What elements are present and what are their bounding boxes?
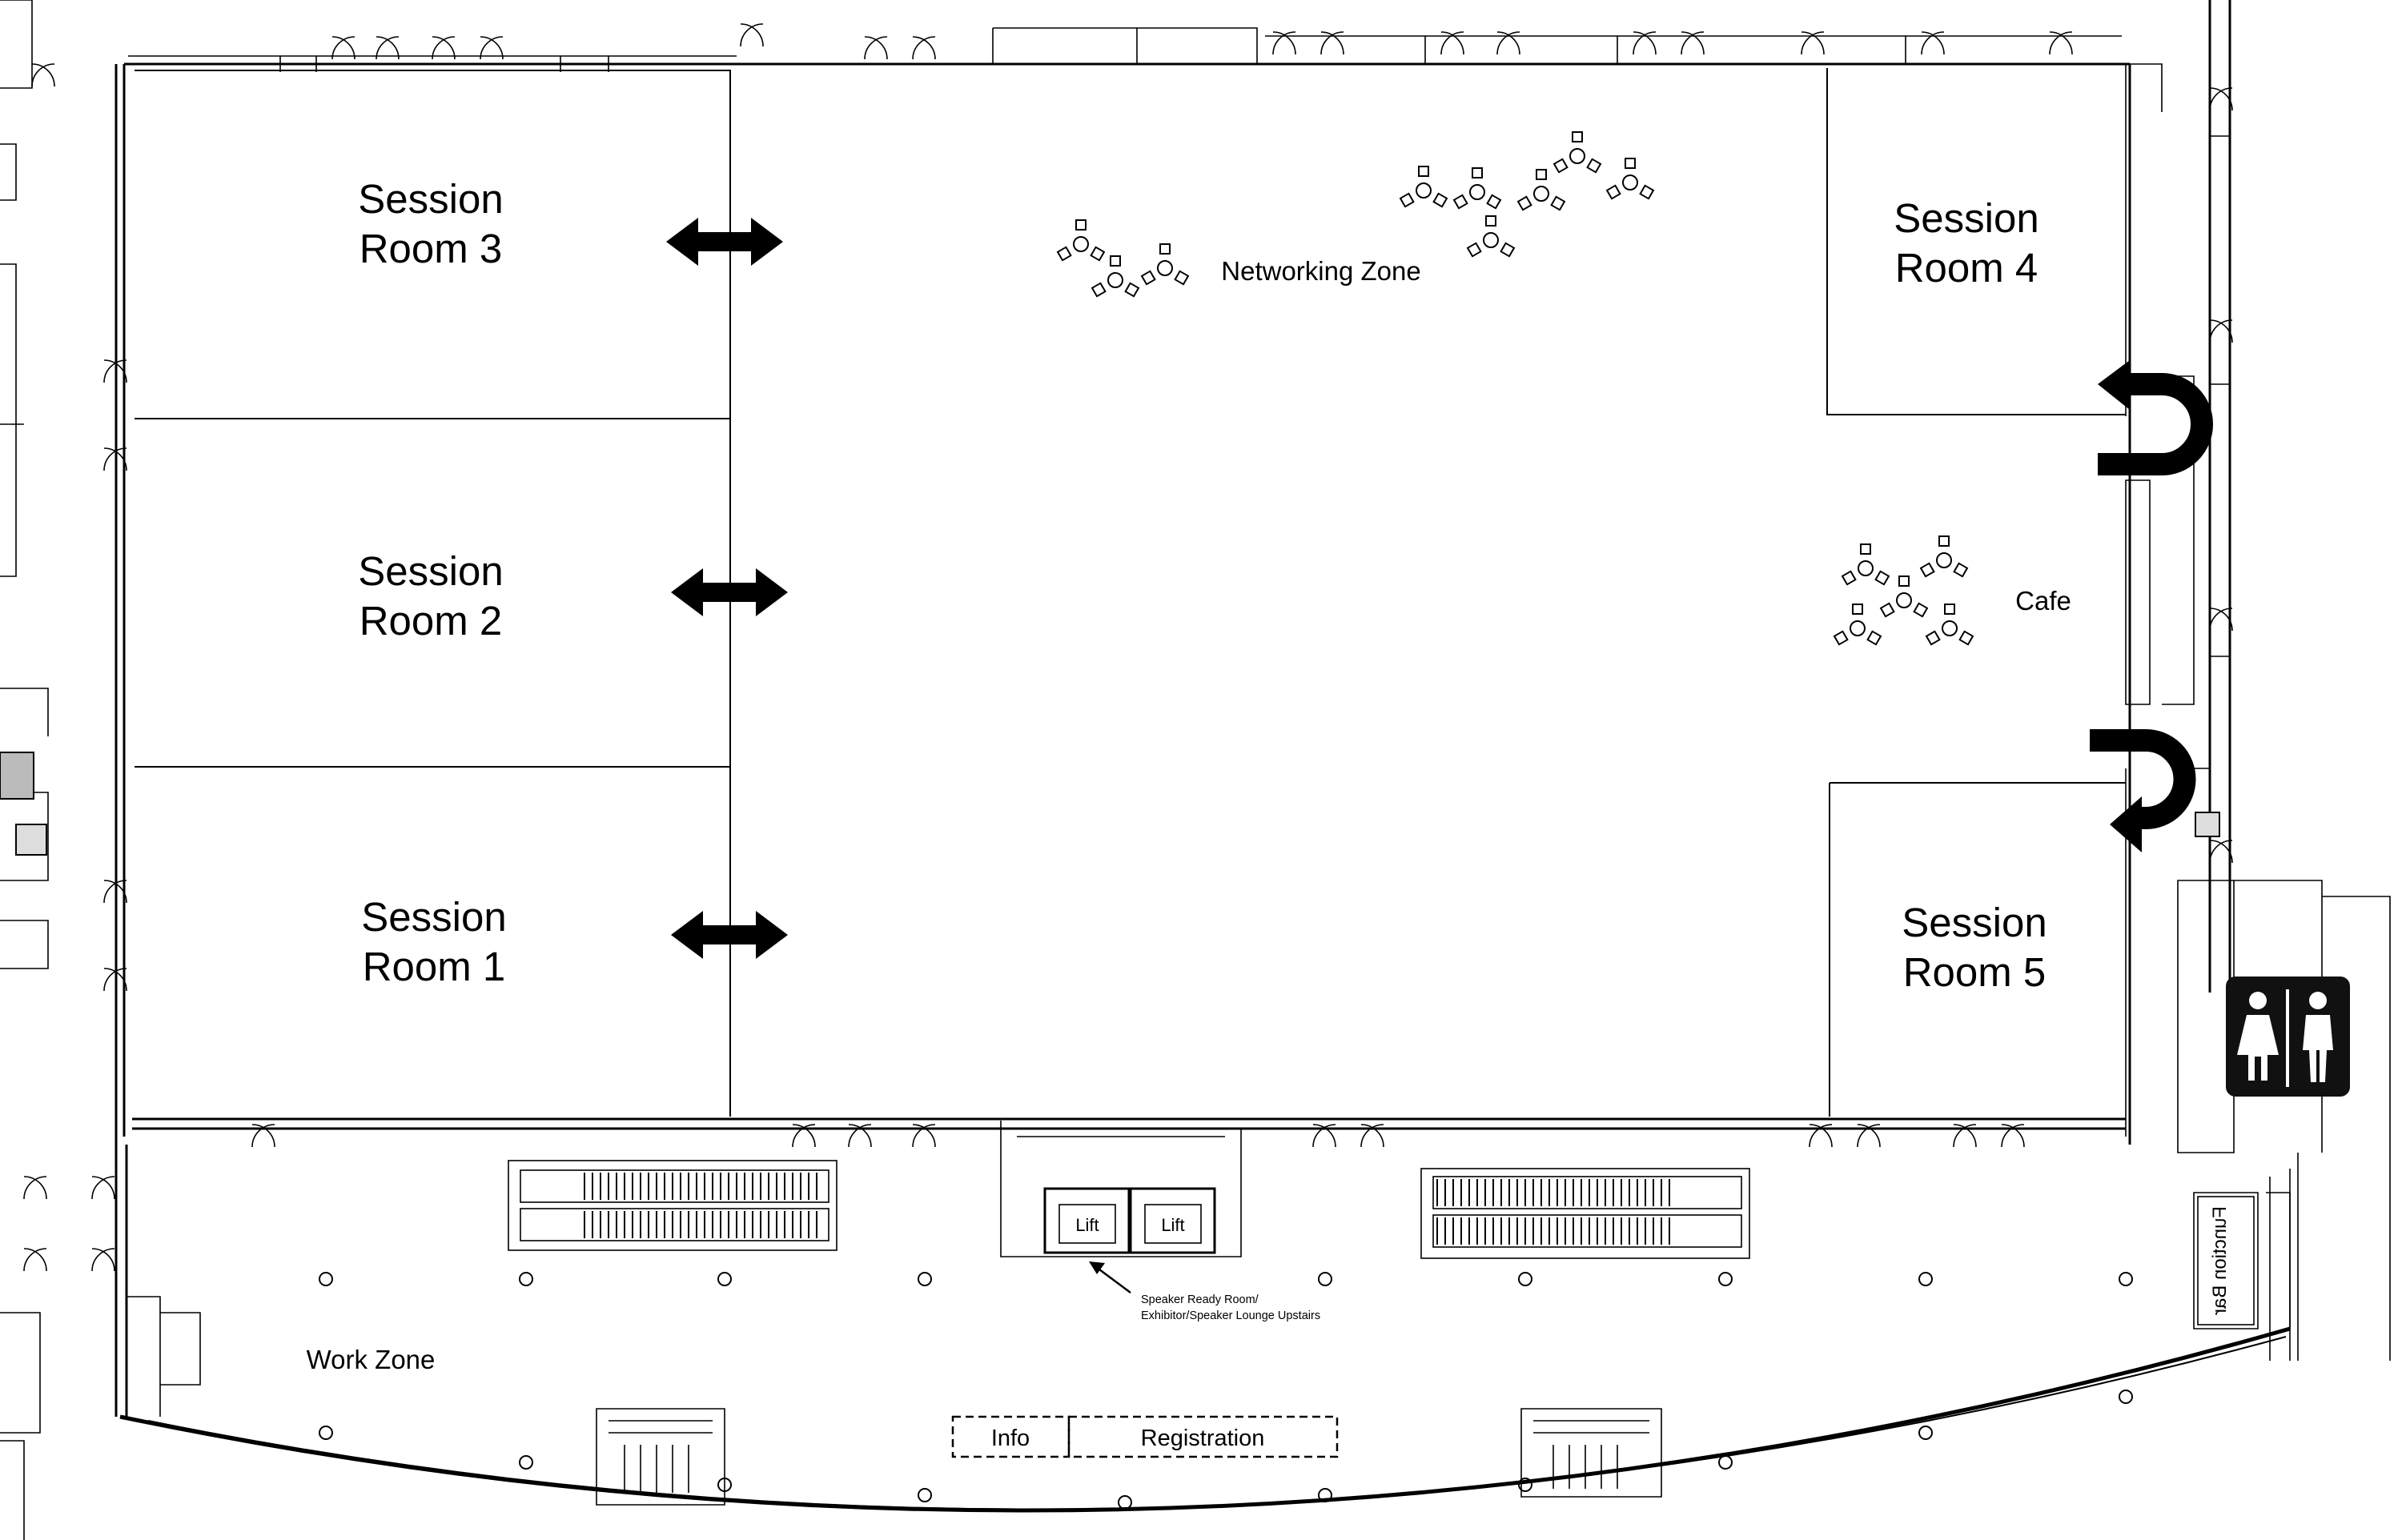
- speaker-note: Speaker Ready Room/ Exhibitor/Speaker Lo…: [1089, 1261, 1320, 1322]
- lift-label-1: Lift: [1075, 1215, 1099, 1235]
- networking-zone-label: Networking Zone: [1221, 256, 1420, 286]
- registration-desk[interactable]: Registration: [1067, 1415, 1339, 1458]
- door-arrow-icon: [666, 218, 783, 266]
- session-room-4[interactable]: Session Room 4: [1894, 195, 2038, 291]
- door-arrow-icon: [671, 911, 788, 959]
- restroom-icon: [2226, 977, 2350, 1097]
- room1-line1: Session: [361, 894, 506, 940]
- registration-label: Registration: [1141, 1426, 1265, 1451]
- session-room-1[interactable]: Session Room 1: [361, 894, 506, 989]
- escalator-icon: [508, 1160, 837, 1251]
- stairs-icon: [596, 1408, 725, 1506]
- room5-line1: Session: [1902, 900, 2047, 945]
- room4-line1: Session: [1894, 195, 2038, 241]
- room3-line2: Room 3: [359, 226, 503, 271]
- room1-line2: Room 1: [363, 944, 506, 989]
- room4-line2: Room 4: [1895, 245, 2038, 291]
- column-icon: [319, 1272, 2133, 1510]
- table-cluster-icon: [1834, 535, 1974, 646]
- cafe-label: Cafe: [2015, 586, 2071, 616]
- door-arrow-icon: [671, 568, 788, 616]
- info-label: Info: [991, 1426, 1030, 1451]
- info-desk[interactable]: Info: [951, 1415, 1070, 1458]
- curved-facade: [119, 1169, 2291, 1513]
- session-room-2[interactable]: Session Room 2: [358, 548, 503, 644]
- work-zone-label: Work Zone: [307, 1345, 436, 1374]
- room3-line1: Session: [358, 176, 503, 222]
- session-room-3[interactable]: Session Room 3: [358, 176, 503, 271]
- room2-line2: Room 2: [359, 598, 503, 644]
- stairs-icon: [1520, 1408, 1662, 1498]
- lift-label-2: Lift: [1161, 1215, 1184, 1235]
- room2-line1: Session: [358, 548, 503, 594]
- elevator-small-icon: [0, 752, 2220, 856]
- function-bar-label: Function Bar: [2209, 1206, 2231, 1315]
- session-room-5[interactable]: Session Room 5: [1902, 900, 2047, 995]
- room-partitions: [135, 64, 2151, 1137]
- function-bar[interactable]: Function Bar: [2197, 1196, 2255, 1325]
- speaker-note-line2: Exhibitor/Speaker Lounge Upstairs: [1141, 1309, 1320, 1322]
- escalator-icon: [1420, 1168, 1750, 1259]
- lift-icon: Lift Lift: [1043, 1187, 1216, 1254]
- room5-line2: Room 5: [1903, 949, 2047, 995]
- speaker-note-line1: Speaker Ready Room/: [1141, 1293, 1259, 1306]
- u-turn-arrow-icon: [2098, 360, 2213, 475]
- u-turn-arrow-icon: [2090, 729, 2196, 852]
